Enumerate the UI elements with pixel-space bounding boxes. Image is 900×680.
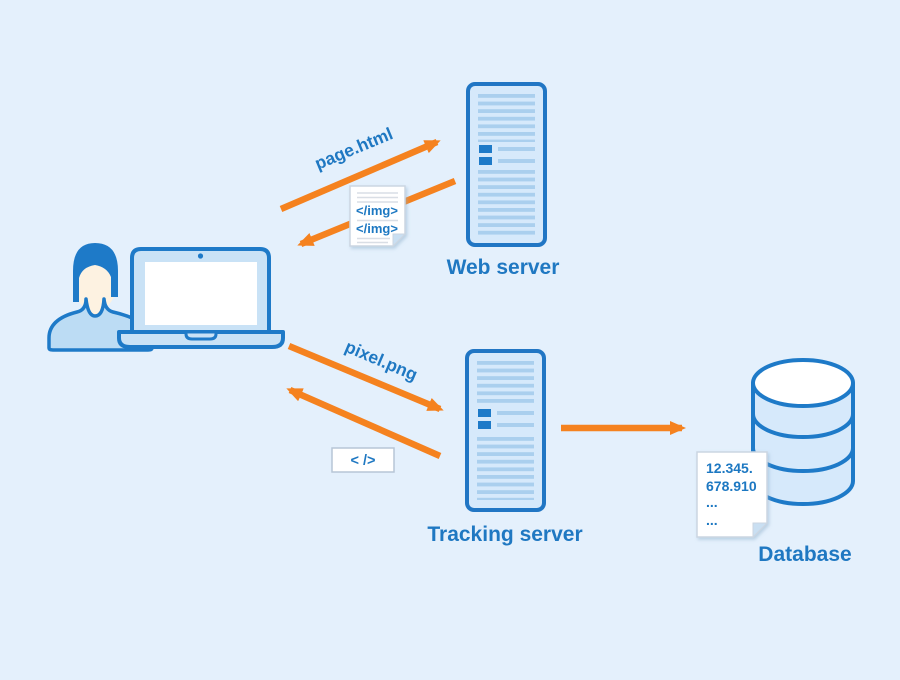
laptop-icon: [117, 247, 285, 349]
pixel-code-label: < />: [351, 453, 376, 469]
tracking-server-label: Tracking server: [427, 523, 582, 546]
arrow-page-request: [279, 139, 441, 212]
pixel-request-label: pixel.png: [342, 336, 421, 384]
tracking-server-icon: [465, 349, 546, 512]
web-server-icon: [466, 82, 547, 247]
log-line-4: ...: [706, 512, 718, 528]
log-line-2: 678.910: [706, 478, 757, 494]
laptop-screen: [145, 262, 257, 325]
html-snippet-line-1: </img>: [356, 203, 398, 218]
html-snippet-line-2: </img>: [356, 221, 398, 236]
pixel-code-icon: < />: [331, 447, 395, 473]
web-server-label: Web server: [447, 256, 560, 279]
webcam-dot-icon: [197, 253, 204, 259]
log-line-3: ...: [706, 494, 718, 510]
arrow-pixel-request: [287, 343, 444, 412]
log-document-icon: 12.345. 678.910 ... ...: [696, 451, 769, 539]
database-icon: [751, 358, 855, 506]
html-document-icon: </img> </img>: [349, 185, 407, 248]
arrow-pixel-response: [286, 387, 442, 459]
database-label: Database: [758, 543, 851, 566]
log-line-1: 12.345.: [706, 460, 753, 476]
